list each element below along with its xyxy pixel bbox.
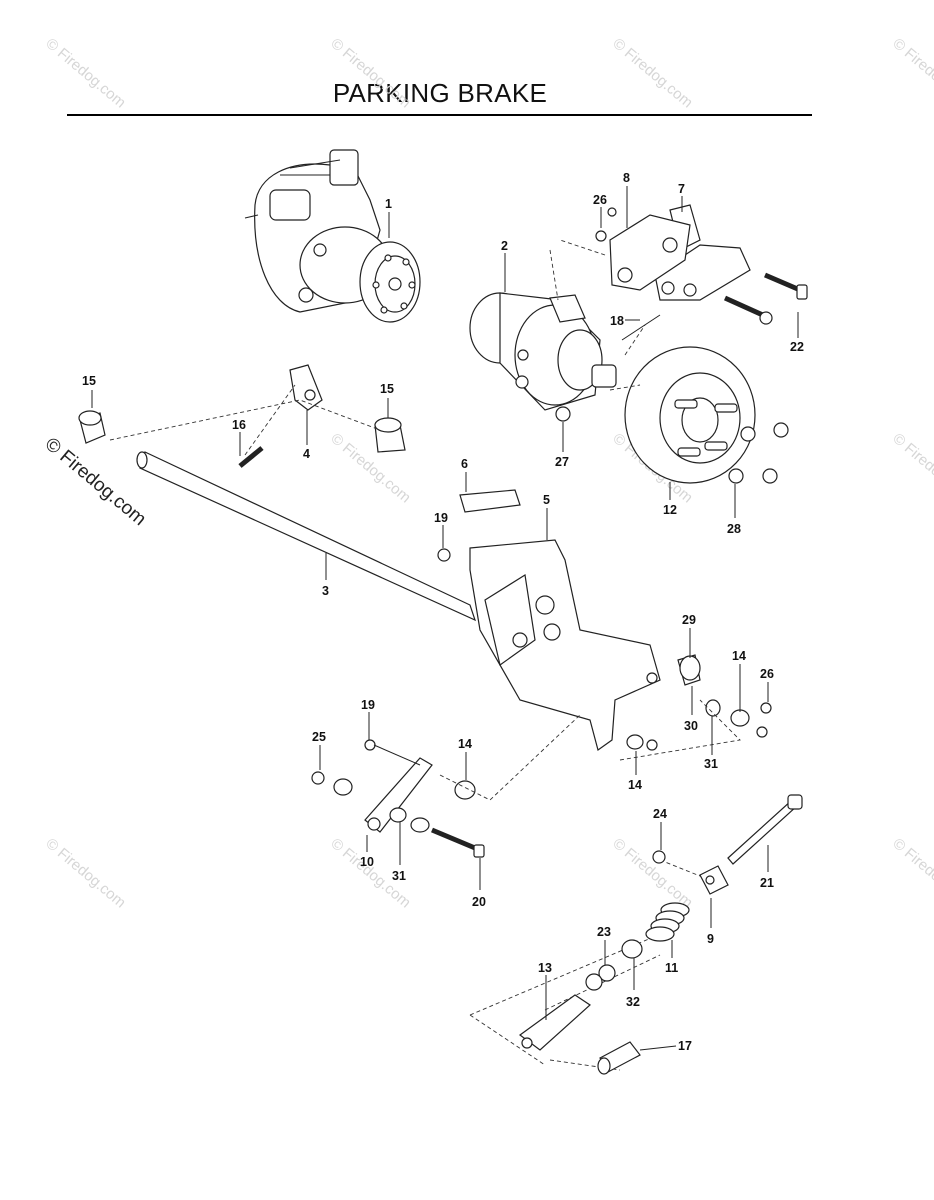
leader-dashes-lower [439, 699, 741, 1071]
part-32-washer [621, 939, 643, 959]
part-11-spring [645, 902, 690, 942]
part-8-bracket [609, 214, 691, 291]
title-rule [67, 114, 812, 116]
part-20-bolt-head [473, 844, 485, 858]
part-washer-20 [410, 817, 430, 833]
part-24-nut [652, 850, 666, 864]
callout-14b: 14 [628, 778, 642, 792]
part-26-nut-right-2 [756, 726, 768, 738]
callout-labels: 1 2 3 4 5 6 7 8 9 10 11 12 13 14 14 14 1… [82, 171, 804, 1053]
callout-30: 30 [684, 719, 698, 733]
part-4-arm [289, 364, 323, 411]
callout-19b: 19 [361, 698, 375, 712]
callout-28: 28 [727, 522, 741, 536]
callout-23: 23 [597, 925, 611, 939]
part-13-clevis [518, 994, 591, 1051]
callout-14a: 14 [732, 649, 746, 663]
part-14-washer-link [454, 780, 476, 800]
part-12-brake-disc [624, 346, 756, 484]
part-16-pin [238, 446, 264, 468]
part-27-nut [555, 406, 571, 422]
watermark-7: © Firedog.com [889, 430, 934, 506]
callout-9: 9 [707, 932, 714, 946]
part-26-washer-top [607, 207, 617, 217]
watermark-8: © Firedog.com [42, 835, 128, 911]
callout-29: 29 [682, 613, 696, 627]
callout-18: 18 [610, 314, 624, 328]
callout-7: 7 [678, 182, 685, 196]
part-6-pad [459, 489, 521, 513]
part-31-washer-right [705, 699, 721, 717]
callout-20: 20 [472, 895, 486, 909]
callout-14c: 14 [458, 737, 472, 751]
part-23-nuts [585, 964, 616, 991]
part-18-pin [621, 314, 661, 341]
callout-4: 4 [303, 447, 310, 461]
callout-25: 25 [312, 730, 326, 744]
part-17-clip [597, 1041, 641, 1075]
callout-26b: 26 [760, 667, 774, 681]
callout-leaders [91, 186, 799, 1051]
callout-3: 3 [322, 584, 329, 598]
callout-15a: 15 [82, 374, 96, 388]
part-19-bolt-lower [364, 739, 376, 751]
part-22-bolt [723, 272, 808, 325]
part-25-nut [311, 771, 325, 785]
watermark-3: © Firedog.com [609, 35, 695, 111]
watermark-10: © Firedog.com [609, 835, 695, 911]
callout-31b: 31 [704, 757, 718, 771]
watermark-11: © Firedog.com [889, 835, 934, 911]
callout-12: 12 [663, 503, 677, 517]
watermark-2: © Firedog.com [327, 35, 413, 111]
callout-27: 27 [555, 455, 569, 469]
part-2-motor [469, 292, 617, 411]
part-31-washer-lower [389, 807, 407, 823]
callout-19a: 19 [434, 511, 448, 525]
callout-17: 17 [678, 1039, 692, 1053]
part-1-motor-assembly [244, 149, 421, 323]
callout-8: 8 [623, 171, 630, 185]
part-3-cross-shaft [136, 451, 477, 622]
part-28-nuts [728, 422, 789, 484]
part-26-nut-top [595, 230, 607, 242]
part-14-washer-lower [626, 734, 644, 750]
page-title: PARKING BRAKE [332, 78, 548, 108]
part-nut-lower [646, 739, 658, 751]
part-15-bushing-right [374, 417, 406, 453]
part-20-bolt-shank [431, 827, 476, 851]
callout-24: 24 [653, 807, 667, 821]
callout-22: 22 [790, 340, 804, 354]
leader-dashes-left [109, 399, 381, 441]
part-9-trunnion [699, 865, 729, 895]
callout-11: 11 [665, 961, 678, 975]
callout-13: 13 [538, 961, 552, 975]
watermark-4: © Firedog.com [889, 35, 934, 111]
part-26-nut-right [760, 702, 772, 714]
callout-15b: 15 [380, 382, 394, 396]
part-15-bushing-left [78, 410, 106, 444]
part-14-washer-right [730, 709, 750, 727]
part-29-spacer [677, 654, 701, 686]
callout-16: 16 [232, 418, 246, 432]
callout-26a: 26 [593, 193, 607, 207]
callout-6: 6 [461, 457, 468, 471]
callout-5: 5 [543, 493, 550, 507]
leader-dashes-pin [244, 384, 296, 456]
watermark-main: © Firedog.com [41, 434, 150, 530]
callout-2: 2 [501, 239, 508, 253]
callout-32: 32 [626, 995, 640, 1009]
callout-21: 21 [760, 876, 774, 890]
watermark-1: © Firedog.com [42, 35, 128, 111]
part-21-rod [727, 794, 803, 865]
part-washer-25 [333, 778, 353, 796]
leader-dashes-upper [549, 239, 646, 391]
part-10-link [364, 757, 433, 833]
part-5-brake-lever [469, 539, 661, 751]
callout-1: 1 [385, 197, 392, 211]
part-19-bolt-upper [437, 548, 451, 562]
callout-10: 10 [360, 855, 374, 869]
callout-31a: 31 [392, 869, 406, 883]
